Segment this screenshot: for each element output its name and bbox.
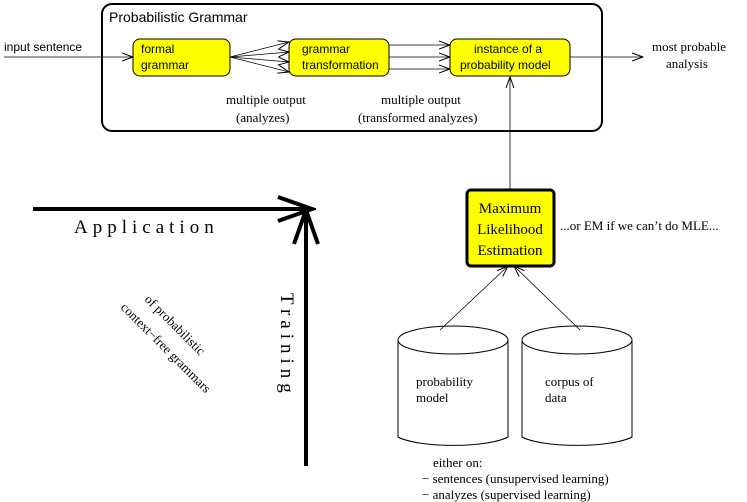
either-on-line-1: either on: — [433, 455, 482, 470]
probability-model-line-2: probability model — [460, 58, 551, 72]
corpus-cylinder-line-2: data — [545, 390, 567, 405]
input-sentence-label: input sentence — [4, 40, 82, 54]
grammar-transformation-line-2: transformation — [302, 58, 379, 72]
most-probable-line-1: most probable — [652, 39, 726, 54]
mle-line-1: Maximum — [479, 201, 542, 217]
corpus-cylinder-line-1: corpus of — [545, 374, 594, 389]
model-cylinder-arrow — [439, 266, 508, 331]
either-on-line-2: − sentences (unsupervised learning) — [422, 471, 609, 486]
em-note: ...or EM if we can’t do MLE... — [560, 218, 719, 233]
mle-line-2: Likelihood — [477, 222, 543, 238]
multiple-output-analyzes-1: multiple output — [226, 92, 306, 107]
probability-model-cylinder: probability model — [397, 325, 509, 446]
grammar-transformation-box: grammar transformation — [288, 38, 390, 77]
parallel-arrows — [389, 45, 450, 69]
either-on-line-3: − analyzes (supervised learning) — [422, 487, 591, 502]
corpus-cylinder-arrow — [514, 266, 581, 331]
fan-arrows-1 — [229, 42, 289, 72]
frame-title: Probabilistic Grammar — [109, 9, 248, 25]
formal-grammar-line-1: formal — [141, 42, 174, 56]
mle-line-3: Estimation — [478, 243, 543, 259]
mle-box: Maximum Likelihood Estimation — [465, 188, 556, 268]
application-label: Application — [74, 217, 219, 238]
multiple-output-transformed-1: multiple output — [381, 92, 461, 107]
probability-model-cylinder-line-2: model — [416, 390, 449, 405]
grammar-transformation-line-1: grammar — [302, 42, 350, 56]
probability-model-cylinder-line-1: probability — [416, 374, 474, 389]
training-label: Training — [276, 293, 297, 398]
multiple-output-analyzes-2: (analyzes) — [236, 110, 289, 125]
probabilistic-grammar-frame: Probabilistic Grammar — [101, 3, 603, 132]
probability-model-line-1: instance of a — [474, 42, 542, 56]
formal-grammar-line-2: grammar — [141, 58, 189, 72]
multiple-output-transformed-2: (transformed analyzes) — [358, 110, 477, 125]
corpus-cylinder: corpus of data — [521, 325, 633, 446]
most-probable-line-2: analysis — [666, 56, 708, 71]
formal-grammar-box: formal grammar — [132, 38, 231, 77]
probability-model-box: instance of a probability model — [449, 38, 571, 77]
